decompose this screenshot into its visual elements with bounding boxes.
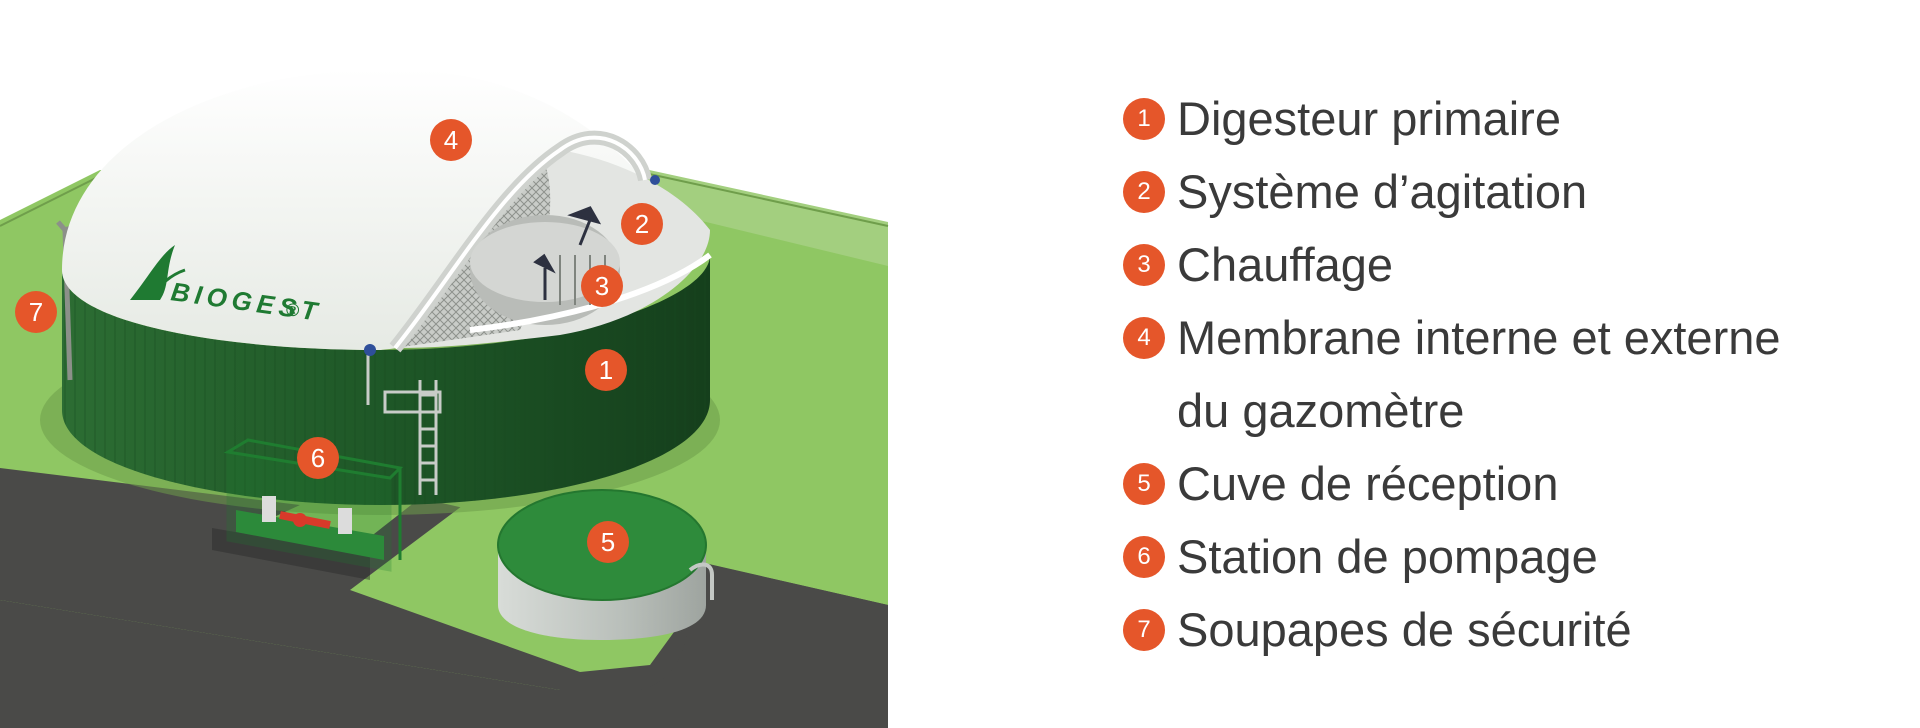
callout-6: 6 bbox=[297, 437, 339, 479]
legend: 1 Digesteur primaire 2 Système d’agitati… bbox=[1123, 82, 1903, 666]
callout-3: 3 bbox=[581, 265, 623, 307]
svg-text:7: 7 bbox=[29, 297, 43, 327]
legend-number-badge: 5 bbox=[1123, 462, 1165, 505]
legend-item-continuation: du gazomètre bbox=[1123, 374, 1903, 447]
svg-text:4: 4 bbox=[444, 125, 458, 155]
legend-label: Station de pompage bbox=[1177, 530, 1598, 583]
access-ladder bbox=[366, 355, 442, 495]
callout-2: 2 bbox=[621, 203, 663, 245]
legend-item: 3 Chauffage bbox=[1123, 228, 1903, 301]
legend-label: Cuve de réception bbox=[1177, 457, 1559, 510]
legend-item: 1 Digesteur primaire bbox=[1123, 82, 1903, 155]
agitator bbox=[533, 206, 602, 300]
legend-number-badge: 2 bbox=[1123, 170, 1165, 213]
legend-label: Soupapes de sécurité bbox=[1177, 603, 1632, 656]
legend-number-badge: 7 bbox=[1123, 608, 1165, 651]
svg-text:5: 5 bbox=[601, 527, 615, 557]
svg-text:3: 3 bbox=[595, 271, 609, 301]
reception-tank bbox=[497, 489, 714, 640]
legend-number-badge: 1 bbox=[1123, 97, 1165, 140]
leaf-logo-icon bbox=[130, 245, 175, 300]
svg-text:6: 6 bbox=[311, 443, 325, 473]
legend-item: 5 Cuve de réception bbox=[1123, 447, 1903, 520]
callout-7: 7 bbox=[15, 291, 57, 333]
legend-item: 6 Station de pompage bbox=[1123, 520, 1903, 593]
road-lower bbox=[0, 560, 888, 728]
legend-label: Digesteur primaire bbox=[1177, 92, 1561, 145]
svg-text:2: 2 bbox=[635, 209, 649, 239]
callout-5: 5 bbox=[587, 521, 629, 563]
svg-text:1: 1 bbox=[599, 355, 613, 385]
brand-registered-mark: ® bbox=[284, 299, 305, 321]
legend-label: Membrane interne et externe bbox=[1177, 311, 1781, 364]
pumping-station bbox=[212, 438, 404, 580]
legend-item: 4 Membrane interne et externe bbox=[1123, 301, 1903, 374]
back-fence bbox=[640, 168, 888, 266]
legend-number-badge: 6 bbox=[1123, 535, 1165, 578]
legend-item: 2 Système d’agitation bbox=[1123, 155, 1903, 228]
legend-number-badge: 4 bbox=[1123, 316, 1165, 359]
legend-label: Chauffage bbox=[1177, 238, 1394, 291]
biogas-plant-illustration: BIOGEST ® 4 2 3 7 1 bbox=[0, 69, 889, 728]
legend-number-badge: 3 bbox=[1123, 243, 1165, 286]
legend-label: Système d’agitation bbox=[1177, 165, 1588, 218]
callout-1: 1 bbox=[585, 349, 627, 391]
legend-item: 7 Soupapes de sécurité bbox=[1123, 593, 1903, 666]
callout-4: 4 bbox=[430, 119, 472, 161]
legend-label-continuation: du gazomètre bbox=[1177, 384, 1465, 437]
